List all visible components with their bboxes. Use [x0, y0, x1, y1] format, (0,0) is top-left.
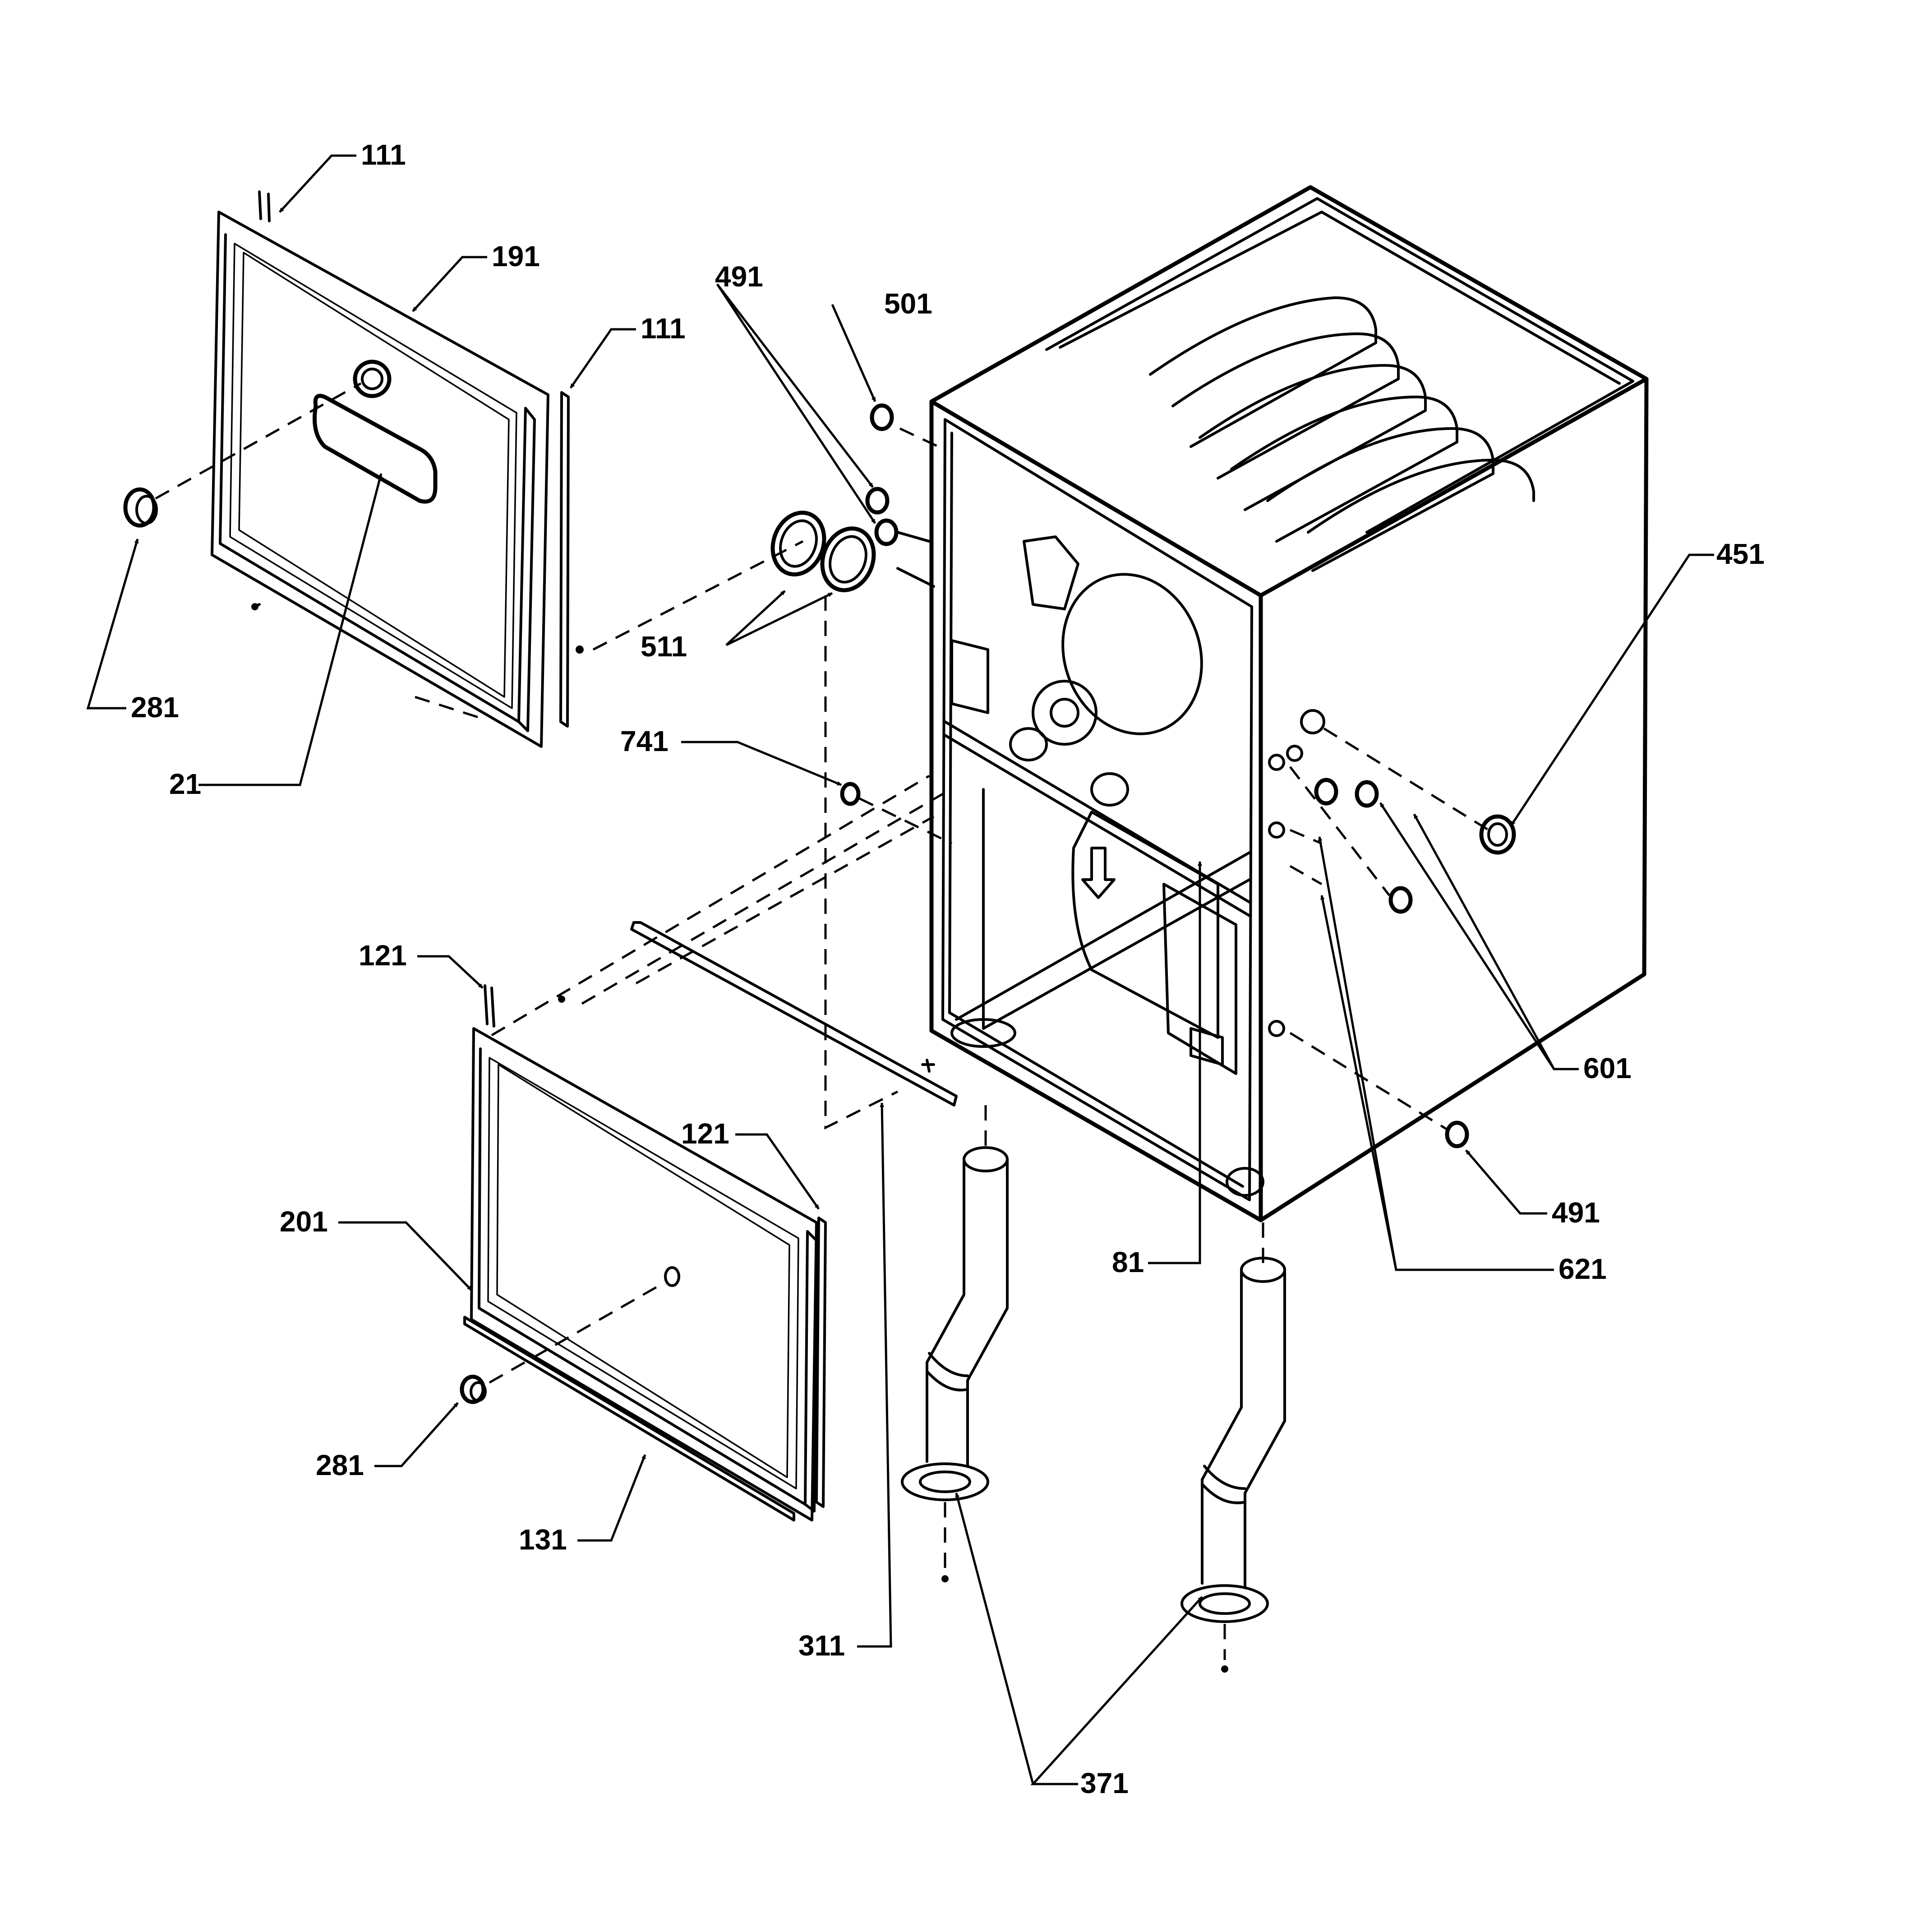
gasket-strip-right	[559, 391, 584, 728]
callout-511: 511	[641, 630, 687, 663]
vent-pipe-left	[901, 1146, 1009, 1501]
side-seal-strip	[815, 1217, 827, 1508]
callout-741: 741	[620, 725, 669, 757]
grommet-741	[840, 782, 861, 806]
callout-labels: 111 191 111 491 501 451 281 21 511 741 1…	[131, 138, 1765, 1799]
gasket-rings	[770, 403, 899, 592]
callout-601: 601	[1583, 1052, 1632, 1084]
callout-311: 311	[798, 1629, 845, 1662]
callout-621: 621	[1559, 1253, 1607, 1285]
hole-plug-upper	[123, 487, 158, 528]
callout-121-top: 121	[359, 939, 407, 972]
bottom-seal-strip	[463, 1316, 795, 1522]
hole-plug-lower	[460, 1374, 487, 1404]
callout-201: 201	[280, 1205, 328, 1238]
callout-81: 81	[1112, 1246, 1144, 1278]
callout-111-side: 111	[641, 312, 686, 345]
callout-501: 501	[884, 287, 932, 320]
callout-191: 191	[492, 240, 540, 272]
upper-door-panel	[211, 190, 549, 748]
callout-281-lower: 281	[316, 1449, 364, 1481]
callout-121-side: 121	[681, 1117, 729, 1150]
callout-111-top: 111	[361, 138, 406, 171]
callout-451: 451	[1716, 538, 1765, 570]
furnace-cabinet	[929, 185, 1649, 1222]
callout-21: 21	[169, 768, 201, 800]
lower-door-panel	[470, 984, 818, 1522]
callout-491-side: 491	[1552, 1196, 1600, 1229]
callout-371: 371	[1080, 1767, 1129, 1799]
vent-pipe-right	[1180, 1257, 1286, 1623]
callout-131: 131	[519, 1523, 567, 1556]
rail-311	[630, 921, 958, 1107]
callout-281-upper: 281	[131, 691, 179, 724]
callout-491-top: 491	[715, 260, 763, 293]
callout-leaders	[86, 154, 1714, 1785]
side-grommets	[1314, 778, 1516, 1148]
